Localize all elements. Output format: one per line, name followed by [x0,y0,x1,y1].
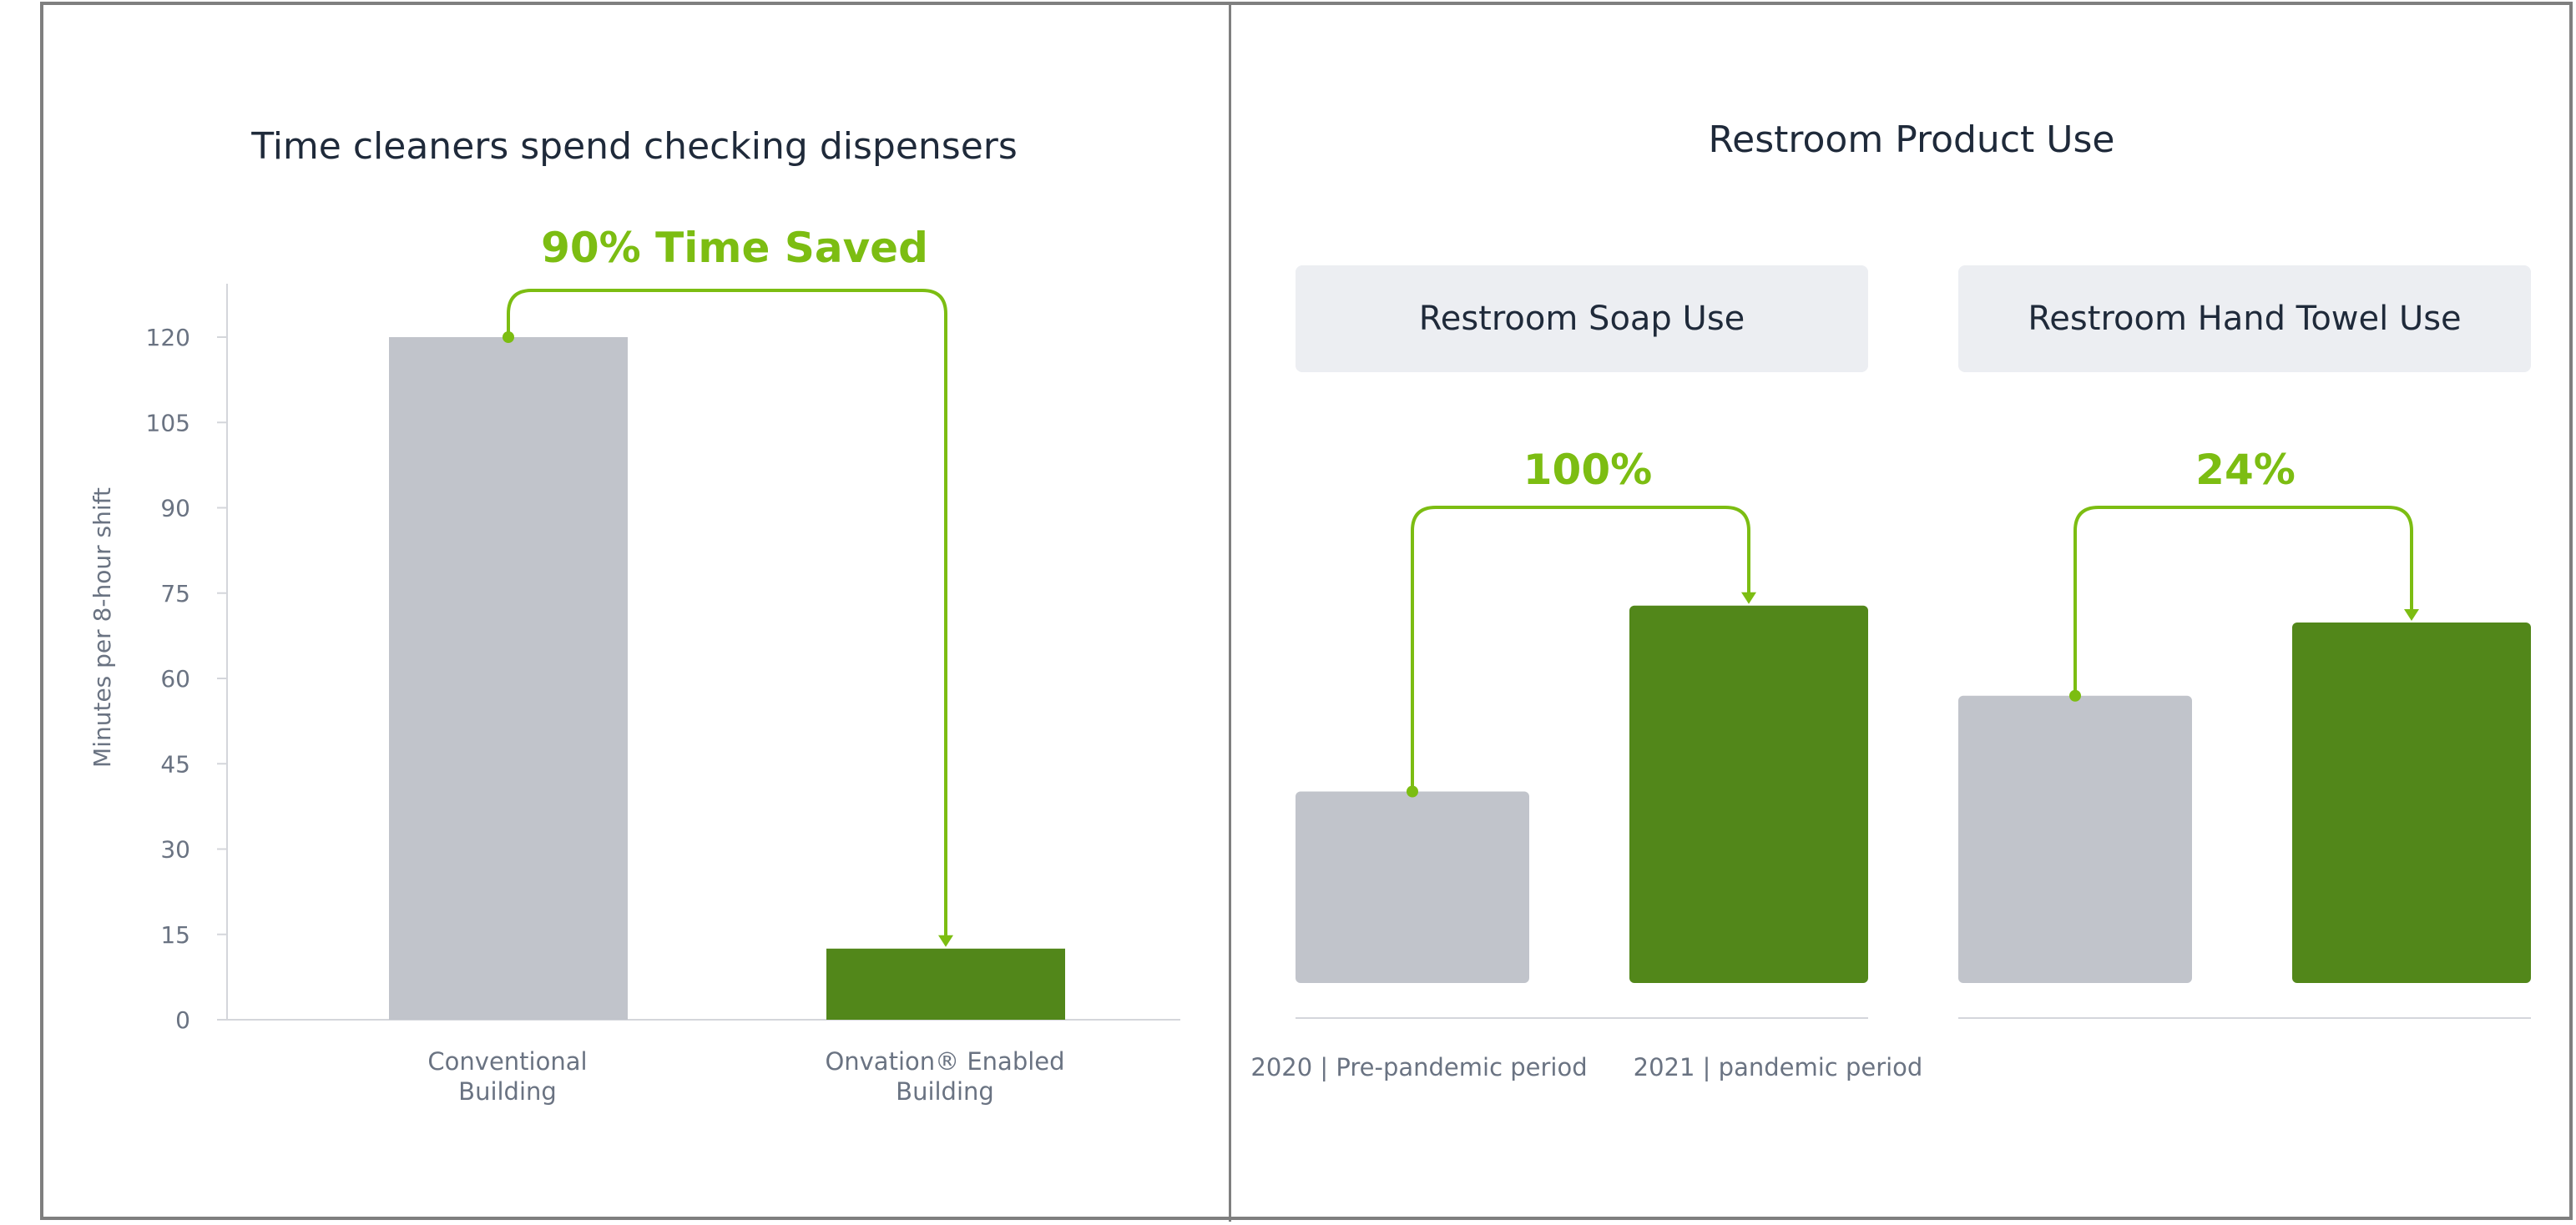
soap-bar-2020 [1296,791,1529,983]
x-label-onvation-line2: Building [896,1077,994,1106]
soap-connector-dot [1407,785,1418,798]
connector-start-dot [503,331,514,343]
bar-conventional [389,337,628,1020]
towel-connector-dot [2069,689,2081,702]
y-tick-label: 0 [175,1006,190,1034]
y-tick-label: 90 [160,495,190,522]
left-chart-title: Time cleaners spend checking dispensers [251,125,1018,168]
soap-use-annotation: 100% [1523,446,1653,494]
x-label-conventional-line2: Building [458,1077,557,1106]
legend-pandemic: 2021 | pandemic period [1633,1053,1923,1081]
savings-connector [507,289,947,937]
y-axis-label: Minutes per 8-hour shift [88,487,116,768]
soap-bar-2021 [1629,605,1868,983]
y-tick-label: 45 [160,750,190,778]
towel-bar-2020 [1958,695,2192,983]
soap-connector-arrowhead [1741,592,1756,604]
panel-divider [1229,2,1231,1222]
towel-connector-arrowhead [2404,609,2419,621]
x-label-onvation-line1: Onvation® Enabled [825,1047,1065,1076]
legend-pre-pandemic: 2020 | Pre-pandemic period [1250,1053,1588,1081]
y-tick-label: 120 [146,324,190,351]
bar-onvation [826,948,1065,1020]
y-tick-label: 75 [160,580,190,607]
towel-bar-2021 [2292,623,2531,983]
y-tick-label: 30 [160,836,190,864]
x-label-conventional: Conventional Building [341,1046,674,1107]
y-tick-label: 60 [160,665,190,693]
x-label-onvation: Onvation® Enabled Building [778,1046,1112,1107]
time-saved-annotation: 90% Time Saved [541,224,928,272]
x-label-conventional-line1: Conventional [427,1047,588,1076]
towel-use-annotation: 24% [2195,446,2296,494]
right-chart-title: Restroom Product Use [1708,118,2115,161]
soap-connector [1411,506,1750,792]
y-tick-label: 105 [146,409,190,436]
towel-connector [2073,506,2413,696]
soap-use-header: Restroom Soap Use [1296,265,1868,372]
outer-frame [40,2,2573,1220]
y-tick-label: 15 [160,921,190,949]
towel-use-header: Restroom Hand Towel Use [1958,265,2531,372]
connector-arrowhead [938,935,953,947]
